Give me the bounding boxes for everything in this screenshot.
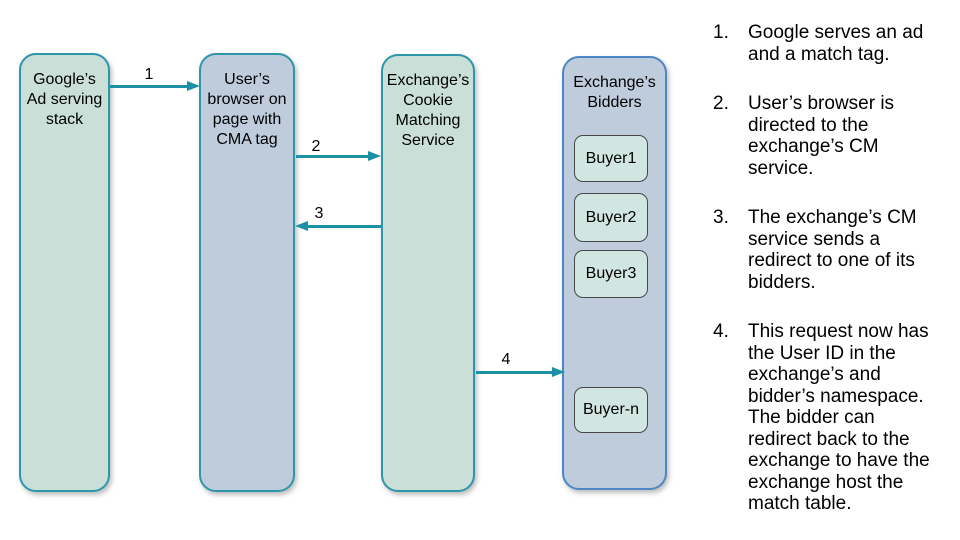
arrow-right-icon	[187, 81, 200, 91]
arrow-3-line	[306, 225, 381, 228]
node-exchange-bidders: Exchange’s Bidders Buyer1 Buyer2 Buyer3 …	[562, 56, 667, 490]
steps-panel: 1. Google serves an ad and a match tag. …	[713, 22, 955, 540]
node-label: User’s browser on page with CMA tag	[207, 71, 287, 148]
node-label: Exchange’s Cookie Matching Service	[386, 72, 470, 149]
arrow-4-line	[476, 371, 554, 374]
node-cookie-matching-service: Exchange’s Cookie Matching Service	[381, 54, 475, 492]
buyer-box-2: Buyer2	[574, 193, 648, 242]
node-google-ad-stack: Google’s Ad serving stack	[19, 53, 110, 492]
step-item-3: 3. The exchange’s CM service sends a red…	[713, 207, 955, 293]
buyer-box-n: Buyer-n	[574, 387, 648, 433]
arrow-2-line	[296, 155, 369, 158]
step-text: This request now has the User ID in the …	[748, 321, 930, 514]
step-item-2: 2. User’s browser is directed to the exc…	[713, 93, 955, 179]
arrow-3-label: 3	[314, 205, 324, 222]
arrow-right-icon	[368, 151, 381, 161]
step-text: The exchange’s CM service sends a redire…	[748, 207, 917, 293]
buyer-label: Buyer2	[585, 208, 637, 226]
step-number: 4.	[713, 321, 729, 342]
arrow-left-icon	[295, 221, 308, 231]
arrow-2-label: 2	[311, 138, 321, 155]
buyer-box-3: Buyer3	[574, 250, 648, 298]
buyer-label: Buyer1	[585, 149, 637, 167]
arrow-1-line	[110, 85, 189, 88]
arrow-1-label: 1	[144, 66, 154, 83]
node-label: Exchange’s Bidders	[573, 74, 656, 111]
step-number: 1.	[713, 22, 729, 43]
node-label: Google’s Ad serving stack	[26, 71, 103, 128]
step-item-1: 1. Google serves an ad and a match tag.	[713, 22, 955, 65]
step-number: 3.	[713, 207, 729, 228]
step-text: User’s browser is directed to the exchan…	[748, 93, 895, 179]
arrow-right-icon	[552, 367, 565, 377]
buyer-label: Buyer3	[585, 265, 637, 282]
step-item-4: 4. This request now has the User ID in t…	[713, 321, 955, 515]
buyer-label: Buyer-n	[582, 401, 640, 418]
step-text: Google serves an ad and a match tag.	[748, 22, 924, 65]
step-number: 2.	[713, 93, 729, 114]
buyer-box-1: Buyer1	[574, 135, 648, 182]
node-user-browser: User’s browser on page with CMA tag	[199, 53, 295, 492]
arrow-4-label: 4	[501, 351, 511, 368]
